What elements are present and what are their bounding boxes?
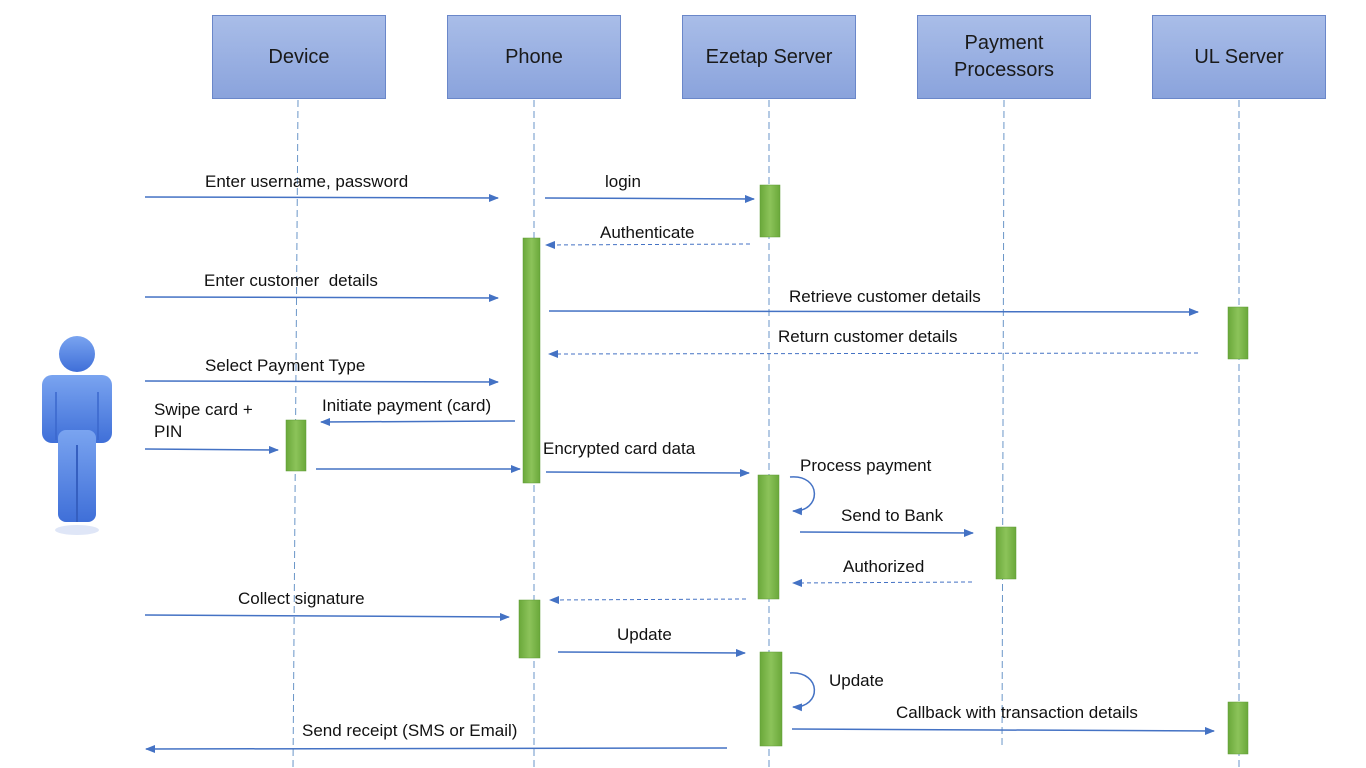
label-authenticate: Authenticate [600,223,695,242]
label-swipe-card: Swipe card + PIN [154,400,253,441]
participant-payment-processors-label-line2: Processors [953,59,1055,81]
label-initiate-payment: Initiate payment (card) [322,396,492,415]
activation-ul-callback [1227,701,1249,755]
activation-ezetap-login [759,184,781,238]
arrow-process-payment [789,476,816,516]
arrow-encrypted-card-data [545,468,750,477]
arrow-authenticate [545,240,751,249]
lifeline-processors [1001,99,1005,749]
arrow-select-payment-type [144,377,499,386]
activation-ezetap-process [757,474,780,600]
label-process-payment: Process payment [800,456,932,475]
participant-payment-processors: Payment Processors [917,15,1091,99]
participant-ezetap-server-label: Ezetap Server [705,45,833,68]
arrow-collect-signature [144,612,510,621]
arrow-callback [791,726,1215,735]
arrow-payment-result [549,595,747,604]
label-update-self: Update [829,671,884,690]
person-icon [42,336,112,535]
label-enter-credentials: Enter username, password [205,172,409,191]
activation-phone-signature [518,599,541,659]
participant-phone-label: Phone [505,45,563,68]
activation-processors-bank [995,526,1017,580]
label-send-to-bank: Send to Bank [841,506,944,525]
label-update-to-server: Update [617,625,672,644]
label-return-customer-details: Return customer details [778,327,958,346]
participant-device: Device [212,15,386,99]
activation-phone-main [522,237,541,484]
participant-device-label: Device [268,45,330,68]
participant-payment-processors-label-line1: Payment [964,32,1044,54]
label-retrieve-customer-details: Retrieve customer details [789,287,981,306]
participant-phone: Phone [447,15,621,99]
arrow-login [544,194,755,203]
activation-ul-retrieve [1227,306,1249,360]
arrow-return-customer-details [548,349,1199,358]
arrow-send-receipt [145,744,728,753]
participant-ul-server: UL Server [1152,15,1326,99]
arrow-update-to-server [557,648,746,657]
label-send-receipt: Send receipt (SMS or Email) [302,721,518,740]
arrow-update-self [789,672,816,712]
label-encrypted-card-data: Encrypted card data [543,439,696,458]
label-callback: Callback with transaction details [896,703,1138,722]
arrow-send-to-bank [799,528,974,537]
activation-bars [285,184,1249,755]
activation-ezetap-update [759,651,783,747]
label-login: login [605,172,641,191]
arrow-retrieve-customer-details [548,307,1199,316]
label-select-payment-type: Select Payment Type [205,356,366,375]
label-enter-customer-details: Enter customer details [204,271,378,290]
label-authorized: Authorized [843,557,925,576]
label-collect-signature: Collect signature [238,589,365,608]
arrow-initiate-payment [320,417,516,426]
participant-ezetap-server: Ezetap Server [682,15,856,99]
arrow-authorized [792,578,973,587]
participant-ul-server-label: UL Server [1194,45,1284,68]
arrow-swipe-card [144,445,279,454]
arrow-enter-credentials [144,193,499,202]
arrow-enter-customer-details [144,293,499,302]
activation-device-swipe [285,419,307,472]
message-arrows [144,193,1215,753]
